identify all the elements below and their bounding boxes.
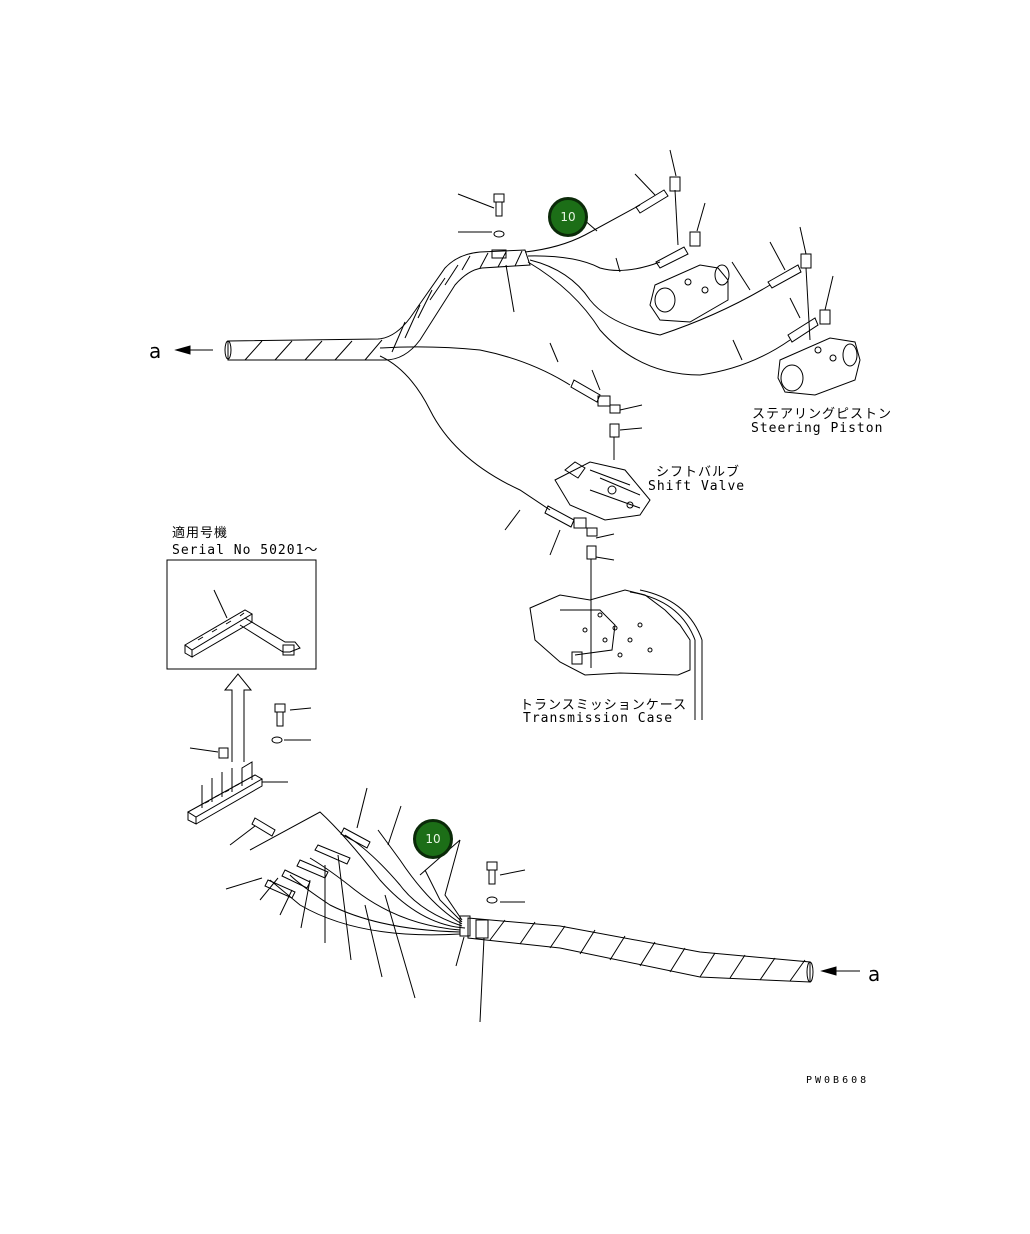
callout-badge-lower[interactable]: 10 bbox=[413, 819, 453, 859]
callout-badge-lower-number: 10 bbox=[425, 832, 441, 846]
arrow-a-left bbox=[174, 345, 213, 355]
shift-valve-label-en: Shift Valve bbox=[648, 479, 746, 494]
upper-leader-lines bbox=[457, 149, 834, 561]
transmission-label-jp: トランスミッションケース bbox=[520, 698, 688, 713]
shift-valve-label-jp: シフトバルブ bbox=[656, 465, 741, 480]
callout-badge-upper-number: 10 bbox=[560, 210, 576, 224]
junction-block bbox=[187, 703, 286, 825]
upper-harness-sleeve bbox=[224, 249, 531, 361]
upper-hoses bbox=[379, 204, 791, 511]
lower-bolt bbox=[486, 861, 498, 904]
arrow-a-right-label: a bbox=[868, 962, 881, 986]
upper-bolt bbox=[491, 193, 507, 259]
lower-harness-sleeve bbox=[459, 915, 814, 983]
upper-fittings bbox=[544, 176, 831, 668]
steering-piston-label-jp: ステアリングピストン bbox=[752, 407, 893, 422]
serial-label-en: Serial No 50201～ bbox=[172, 543, 319, 558]
shift-valve bbox=[554, 461, 651, 521]
transmission-case bbox=[529, 589, 703, 720]
lower-leader-lines bbox=[189, 707, 526, 1023]
serial-label-jp: 適用号機 bbox=[172, 526, 229, 541]
callout-badge-upper[interactable]: 10 bbox=[548, 197, 588, 237]
transmission-label-en: Transmission Case bbox=[523, 711, 674, 726]
inset-up-arrow bbox=[223, 673, 253, 762]
serial-inset-box bbox=[166, 559, 317, 670]
arrow-a-right bbox=[820, 966, 860, 976]
lower-hoses bbox=[249, 811, 466, 936]
steering-pistons bbox=[649, 264, 861, 396]
steering-piston-label-en: Steering Piston bbox=[751, 421, 884, 436]
lower-fittings bbox=[251, 817, 371, 899]
drawing-code: PW0B608 bbox=[806, 1075, 870, 1086]
arrow-a-left-label: a bbox=[149, 339, 162, 363]
